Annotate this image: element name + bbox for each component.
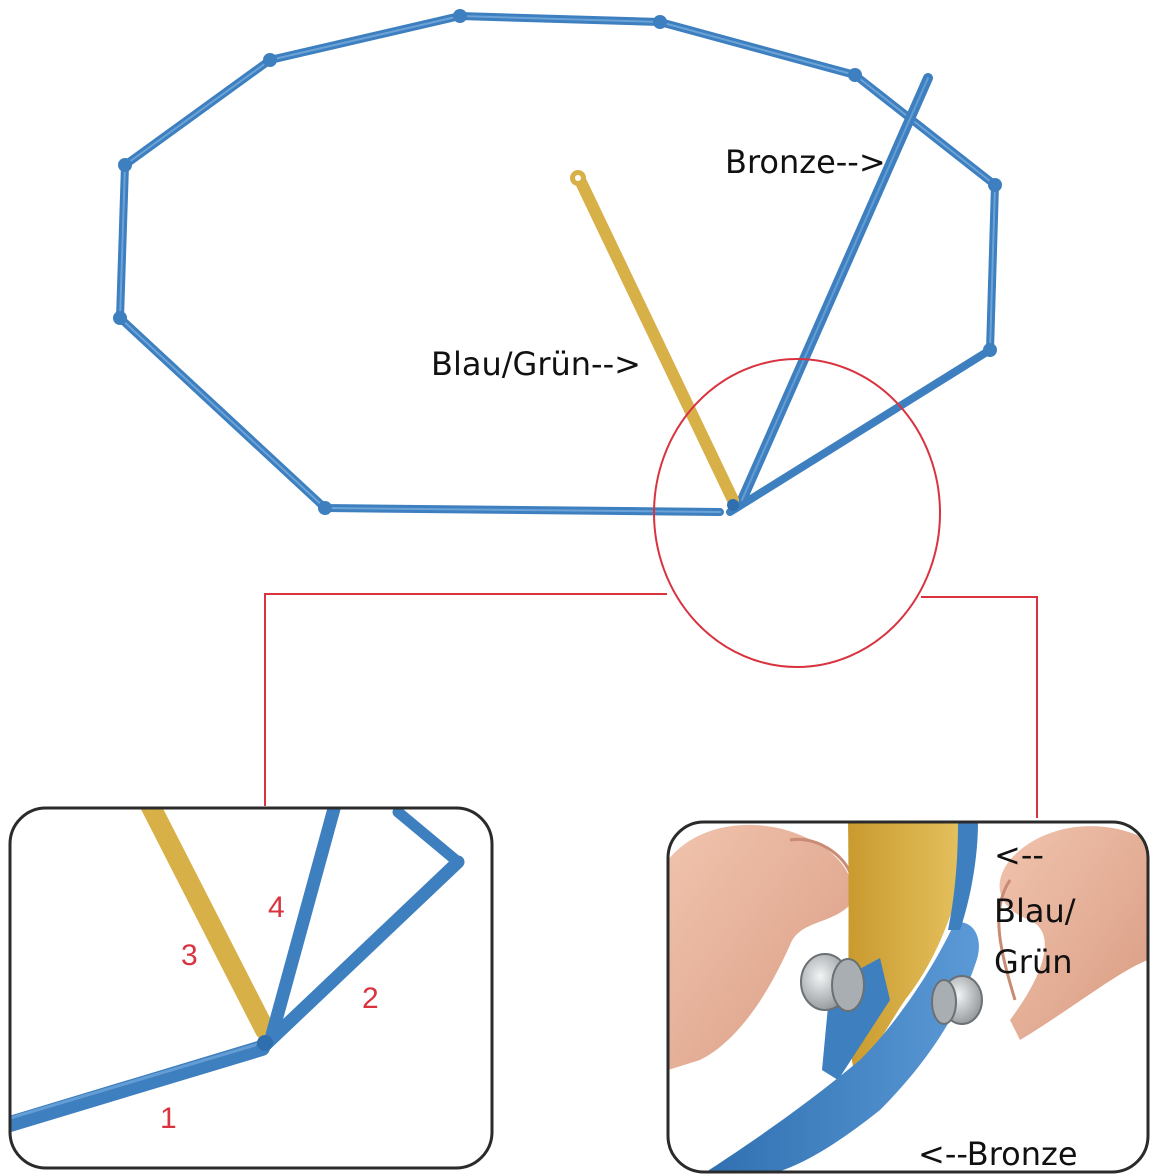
center-joint xyxy=(727,499,739,511)
label-blau-gruen-line1: <-- xyxy=(994,836,1044,874)
rod-4 xyxy=(265,808,342,1042)
rod-number-3: 3 xyxy=(181,939,198,972)
label-blau-gruen-line2: Blau/ xyxy=(994,892,1076,930)
right-hand xyxy=(999,826,1148,1040)
connector-line-left xyxy=(264,593,667,806)
bronze-plate xyxy=(700,921,979,1172)
blau-gruen-rod xyxy=(570,170,739,506)
bronze-rod xyxy=(737,73,933,505)
rod-1 xyxy=(10,1040,270,1138)
label-bronze-detail: <--Bronze xyxy=(918,1135,1078,1173)
frame-joints xyxy=(113,9,1002,515)
rod-number-1: 1 xyxy=(160,1102,177,1135)
frame-outline-highlight xyxy=(119,15,996,513)
bolt-right xyxy=(931,975,983,1025)
left-hand xyxy=(668,824,853,1070)
rod-3 xyxy=(140,808,275,1040)
detail-panel-right: <-- Blau/ Grün <--Bronze xyxy=(666,820,1150,1174)
rod-number-4: 4 xyxy=(268,891,285,924)
label-blau-gruen-line3: Grün xyxy=(994,943,1073,981)
bolt-left xyxy=(800,953,865,1012)
detail-panel-right-border xyxy=(666,820,1150,1174)
detail-panel-left-border xyxy=(8,806,494,1170)
connector-line-right xyxy=(921,596,1038,818)
detail-panel-left: 1 2 3 4 xyxy=(8,806,494,1170)
rod-2 xyxy=(255,855,465,1055)
main-frame xyxy=(113,9,1002,516)
detail-highlight xyxy=(264,358,1038,818)
label-bronze: Bronze--> xyxy=(725,143,886,181)
highlight-circle xyxy=(653,358,941,668)
rod-number-2: 2 xyxy=(362,982,379,1015)
frame-outline-polygon xyxy=(116,12,999,516)
label-blau-gruen: Blau/Grün--> xyxy=(431,345,641,383)
